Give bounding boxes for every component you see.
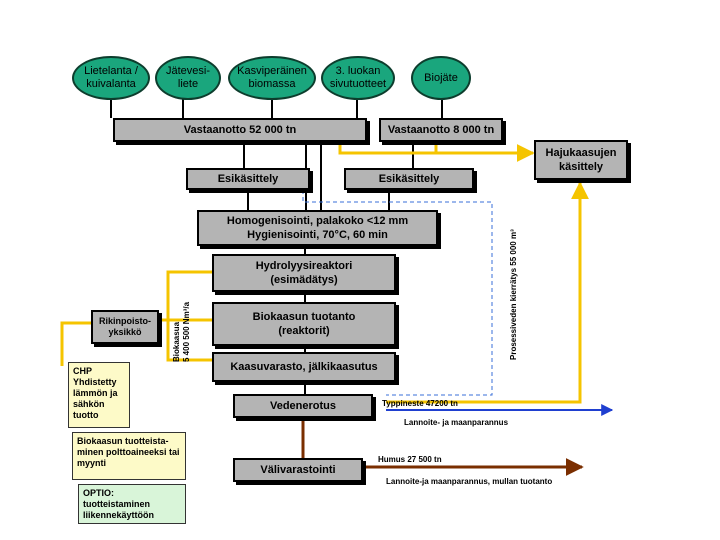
source-lietelanta: Lietelanta / kuivalanta — [72, 56, 150, 100]
gas-storage: Kaasuvarasto, jälkikaasutus — [212, 352, 396, 382]
pretreatment-1: Esikäsittely — [186, 168, 310, 190]
source-sivutuotteet: 3. luokan sivutuotteet — [321, 56, 395, 100]
option-traffic-note: OPTIO: tuotteistaminen liikennekäyttöön — [78, 484, 186, 524]
intermediate-storage: Välivarastointi — [233, 458, 363, 482]
homogenisation-hygienisation: Homogenisointi, palakoko <12 mm Hygienis… — [197, 210, 438, 246]
water-separation: Vedenerotus — [233, 394, 373, 418]
chp-note: CHP Yhdistetty lämmön ja sähkön tuotto — [68, 362, 130, 428]
biogas-flow-amount-label: 5 400 500 Nm³/a — [182, 301, 191, 362]
humus-label: Humus 27 500 tn — [378, 455, 442, 464]
humus-use-label: Lannoite-ja maanparannus, mullan tuotant… — [386, 477, 553, 486]
odor-gas-treatment: Hajukaasujen käsittely — [534, 140, 628, 180]
source-kasviperainen-biomassa: Kasviperäinen biomassa — [228, 56, 316, 100]
hydrolysis-reactor: Hydrolyysireaktori (esimädätys) — [212, 254, 396, 292]
reception-52000: Vastaanotto 52 000 tn — [113, 118, 367, 142]
nitrogen-use-label: Lannoite- ja maanparannus — [404, 418, 509, 427]
reception-8000: Vastaanotto 8 000 tn — [379, 118, 503, 142]
source-biojate: Biojäte — [411, 56, 471, 100]
source-jatevesiliete: Jätevesi- liete — [155, 56, 221, 100]
nitrogen-liquid-label: Typpineste 47200 tn — [382, 399, 458, 408]
sulfur-removal-unit: Rikinpoisto- yksikkö — [91, 310, 159, 344]
process-water-label: Prosessiveden kierrätys 55 000 m³ — [509, 229, 518, 360]
biogas-production: Biokaasun tuotanto (reaktorit) — [212, 302, 396, 346]
pretreatment-2: Esikäsittely — [344, 168, 474, 190]
biogas-flow-label: Biokaasua — [172, 321, 181, 362]
biogas-fuel-note: Biokaasun tuotteista- minen polttoaineek… — [72, 432, 186, 480]
